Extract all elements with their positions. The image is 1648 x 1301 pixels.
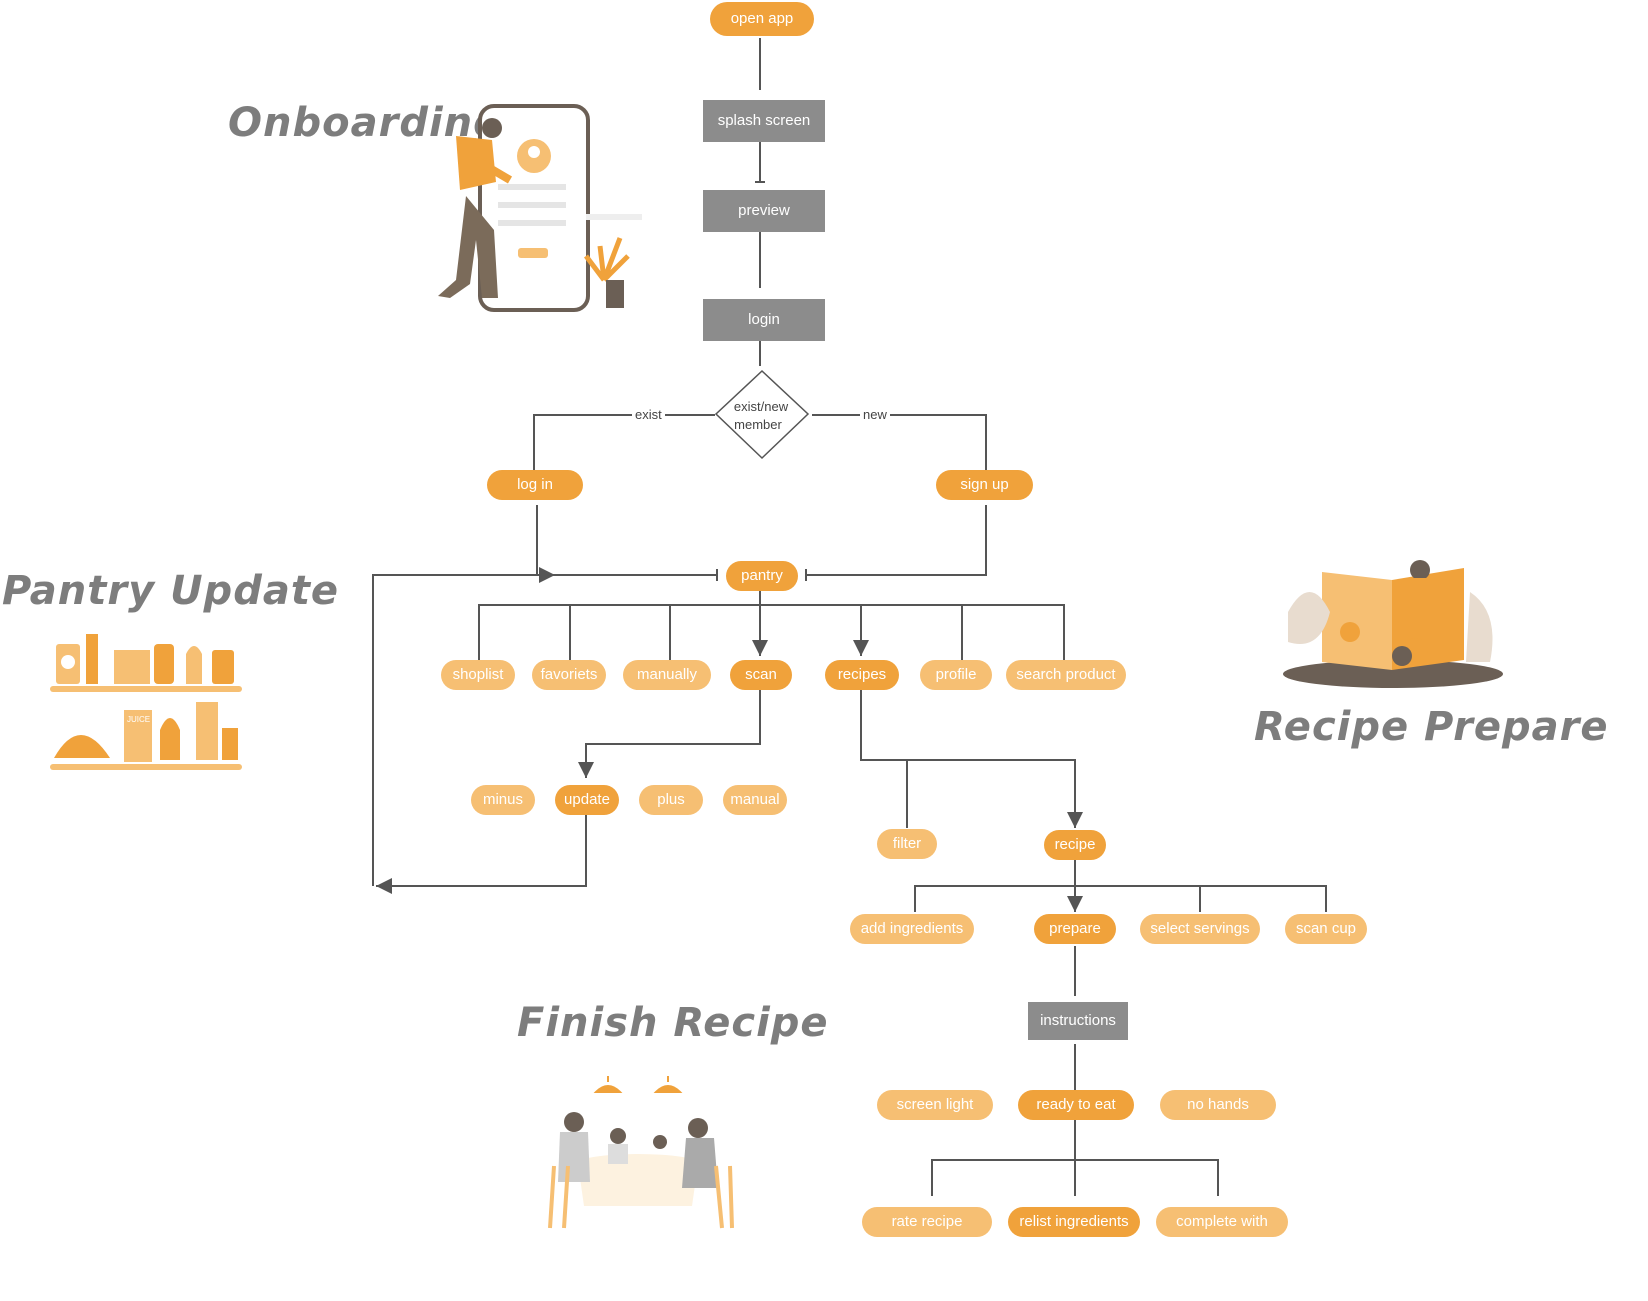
pantry-child-profile: profile (920, 660, 992, 690)
pantry-child-search-product: search product (1006, 660, 1126, 690)
pantry-illustration: JUICE (50, 634, 242, 770)
recipe-child-scan-cup: scan cup (1285, 914, 1367, 944)
section-title-onboarding: Onboarding (228, 100, 503, 146)
decision-label-2: member (734, 417, 782, 432)
instruction-child-screen-light: screen light (877, 1090, 993, 1120)
edge-label-new: new (860, 407, 890, 422)
recipe-child-select-servings: select servings (1140, 914, 1260, 944)
log-in-node: log in (487, 470, 583, 500)
recipe-child-add-ingredients: add ingredients (850, 914, 974, 944)
preview-node: preview (703, 190, 825, 232)
recipe-prepare-illustration (1283, 560, 1503, 688)
finish-child-complete-with: complete with (1156, 1207, 1288, 1237)
section-title-finish-recipe: Finish Recipe (517, 1000, 829, 1046)
finish-recipe-illustration (548, 1076, 734, 1229)
pantry-child-manually: manually (623, 660, 711, 690)
finish-child-relist-ingredients: relist ingredients (1008, 1207, 1140, 1237)
login-node: login (703, 299, 825, 341)
scan-child-manual: manual (723, 785, 787, 815)
scan-child-plus: plus (639, 785, 703, 815)
open-app-node: open app (710, 2, 814, 36)
scan-child-minus: minus (471, 785, 535, 815)
pantry-child-scan: scan (730, 660, 792, 690)
recipes-child-recipe: recipe (1044, 830, 1106, 860)
onboarding-illustration (438, 104, 642, 312)
pantry-child-recipes: recipes (825, 660, 899, 690)
finish-child-rate-recipe: rate recipe (862, 1207, 992, 1237)
section-title-recipe-prepare: Recipe Prepare (1254, 704, 1609, 750)
scan-child-update: update (555, 785, 619, 815)
section-title-pantry-update: Pantry Update (2, 568, 340, 614)
splash-screen-node: splash screen (703, 100, 825, 142)
recipes-child-filter: filter (877, 829, 937, 859)
pantry-child-favoriets: favoriets (532, 660, 606, 690)
decision-diamond (714, 369, 810, 460)
juice-label: JUICE (127, 715, 150, 724)
edge-label-exist: exist (632, 407, 665, 422)
pantry-node: pantry (726, 561, 798, 591)
recipe-child-prepare: prepare (1034, 914, 1116, 944)
decision-label-1: exist/new (733, 399, 789, 414)
pantry-child-shoplist: shoplist (441, 660, 515, 690)
instruction-child-no-hands: no hands (1160, 1090, 1276, 1120)
instruction-child-ready-to-eat: ready to eat (1018, 1090, 1134, 1120)
sign-up-node: sign up (936, 470, 1033, 500)
instructions-node: instructions (1028, 1002, 1128, 1040)
